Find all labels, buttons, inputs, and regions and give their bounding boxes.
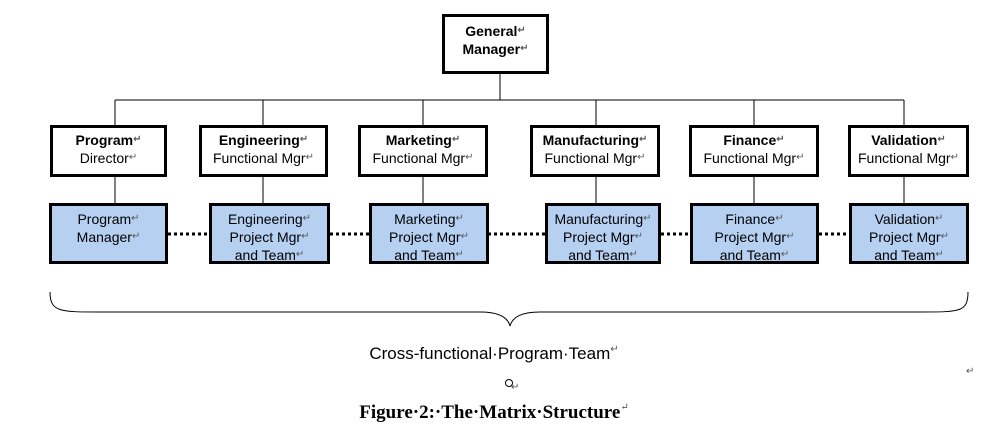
team-line: and Team (874, 247, 936, 263)
functional-title: Validation (871, 132, 938, 148)
team-line: Manager (76, 229, 132, 245)
team-box-manufacturing: Manufacturing↵ Project Mgr↵ and Team↵ (545, 203, 661, 264)
functional-box-validation: Validation↵ Functional Mgr↵ (848, 125, 969, 177)
functional-role: Functional Mgr (703, 150, 797, 166)
team-line: and Team (719, 247, 781, 263)
functional-title: Engineering (218, 132, 300, 148)
figure-caption-text: Figure·2:·The·Matrix·Structure (359, 402, 621, 423)
team-line: Project Mgr (229, 229, 302, 245)
functional-box-program: Program↵ Director↵ (50, 125, 167, 177)
functional-role: Functional Mgr (544, 150, 638, 166)
team-line: Project Mgr (869, 229, 941, 245)
functional-box-marketing: Marketing↵ Functional Mgr↵ (358, 125, 488, 177)
team-line: Project Mgr (389, 229, 461, 245)
functional-role: Functional Mgr (213, 150, 306, 166)
team-line: and Team (234, 247, 296, 263)
team-line: Project Mgr (714, 229, 787, 245)
team-caption: Cross-functional·Program·Team↵ (369, 344, 619, 363)
functional-role: Functional Mgr (372, 150, 466, 166)
functional-role: Functional Mgr (858, 150, 951, 166)
figure-caption: Figure·2:·The·Matrix·Structure↵ (359, 402, 629, 423)
team-box-marketing: Marketing↵ Project Mgr↵ and Team↵ (369, 203, 489, 264)
team-brace (49, 291, 969, 327)
team-line: Program (77, 211, 132, 227)
functional-title: Finance (723, 132, 777, 148)
functional-box-manufacturing: Manufacturing↵ Functional Mgr↵ (530, 125, 660, 177)
functional-title: Marketing (385, 132, 452, 148)
team-line: and Team (568, 247, 630, 263)
general-manager-line2: Manager (462, 41, 521, 57)
team-line: Engineering (227, 211, 303, 227)
team-line: Finance (725, 211, 776, 227)
functional-title: Manufacturing (542, 132, 640, 148)
functional-role: Director (79, 150, 129, 166)
general-manager-line1: General (465, 23, 518, 39)
general-manager-box: General↵ Manager↵ (442, 14, 549, 74)
team-line: Marketing (394, 211, 456, 227)
team-line: Validation (874, 211, 936, 227)
anchor-circle-icon (505, 379, 513, 387)
functional-title: Program (75, 132, 134, 148)
team-line: Project Mgr (563, 229, 635, 245)
functional-box-engineering: Engineering↵ Functional Mgr↵ (199, 125, 328, 177)
paragraph-mark-icon: ↵ (511, 382, 520, 393)
team-box-engineering: Engineering↵ Project Mgr↵ and Team↵ (209, 203, 330, 264)
team-box-program: Program↵ Manager↵ (49, 203, 168, 264)
team-box-validation: Validation↵ Project Mgr↵ and Team↵ (849, 203, 969, 264)
team-caption-text: Cross-functional·Program·Team (369, 344, 611, 363)
team-line: Manufacturing (554, 211, 644, 227)
team-box-finance: Finance↵ Project Mgr↵ and Team↵ (690, 203, 819, 264)
team-line: and Team (394, 247, 456, 263)
paragraph-mark-icon: ↵ (966, 366, 975, 377)
functional-box-finance: Finance↵ Functional Mgr↵ (689, 125, 819, 177)
